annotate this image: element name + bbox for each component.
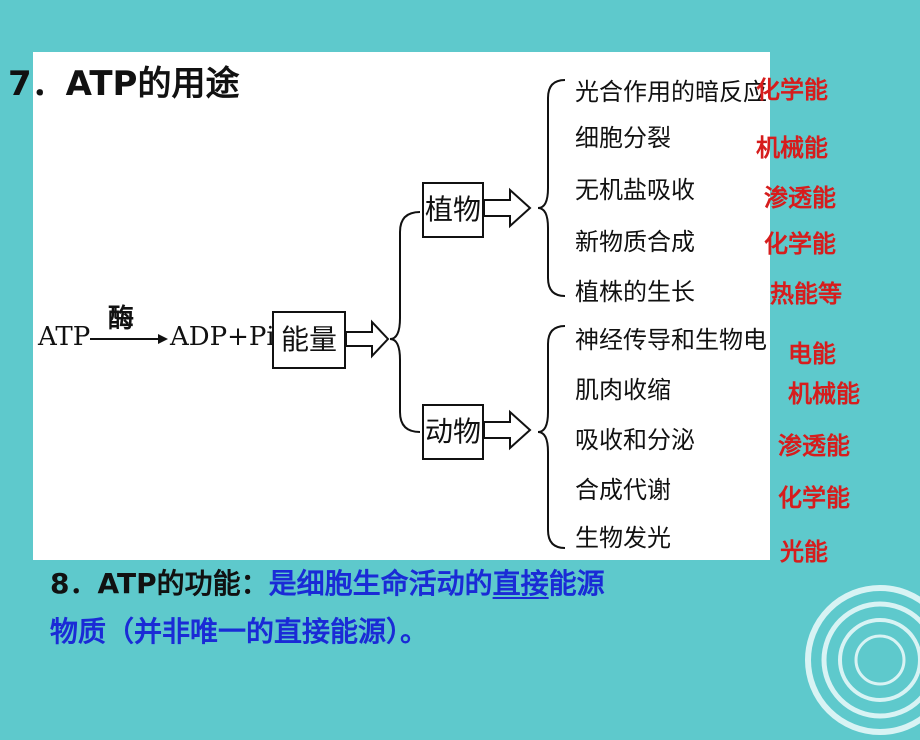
animal-energy-4: 化学能	[778, 484, 850, 512]
plant-use-5: 植株的生长	[575, 278, 695, 306]
animal-use-2: 肌肉收缩	[575, 376, 671, 404]
decorative-rings	[805, 585, 920, 735]
animal-use-4: 合成代谢	[575, 476, 671, 504]
animal-energy-3: 渗透能	[778, 432, 850, 460]
plant-energy-3: 渗透能	[764, 184, 836, 212]
animal-use-3: 吸收和分泌	[575, 426, 695, 454]
animal-energy-5: 光能	[780, 538, 828, 566]
function-note-text-after: 能源	[548, 567, 605, 600]
function-note-line2: 物质（并非唯一的直接能源）。	[50, 615, 429, 648]
plant-use-2: 细胞分裂	[575, 124, 671, 152]
plant-energy-1: 化学能	[756, 76, 828, 104]
function-note-label: 8．ATP的功能：	[50, 567, 269, 600]
energy-box: 能量	[272, 311, 346, 369]
animal-energy-1: 电能	[788, 340, 836, 368]
animal-use-1: 神经传导和生物电	[575, 326, 767, 354]
function-note-underlined: 直接	[492, 567, 549, 600]
plant-use-4: 新物质合成	[575, 228, 695, 256]
plant-energy-2: 机械能	[756, 134, 828, 162]
function-note-text-before: 是细胞生命活动的	[268, 567, 493, 600]
plant-energy-4: 化学能	[764, 230, 836, 258]
function-note-line1: 8．ATP的功能：是细胞生命活动的直接能源	[50, 562, 605, 602]
plant-box: 植物	[422, 182, 484, 238]
plant-use-1: 光合作用的暗反应	[575, 78, 767, 106]
reaction-enzyme: 酶	[108, 304, 135, 334]
animal-box: 动物	[422, 404, 484, 460]
animal-use-5: 生物发光	[575, 524, 671, 552]
plant-energy-5: 热能等	[770, 280, 842, 308]
plant-use-3: 无机盐吸收	[575, 176, 695, 204]
section-heading: 7．ATP的用途	[8, 64, 240, 104]
animal-energy-2: 机械能	[788, 380, 860, 408]
reaction-substrate: ATP	[38, 322, 91, 352]
